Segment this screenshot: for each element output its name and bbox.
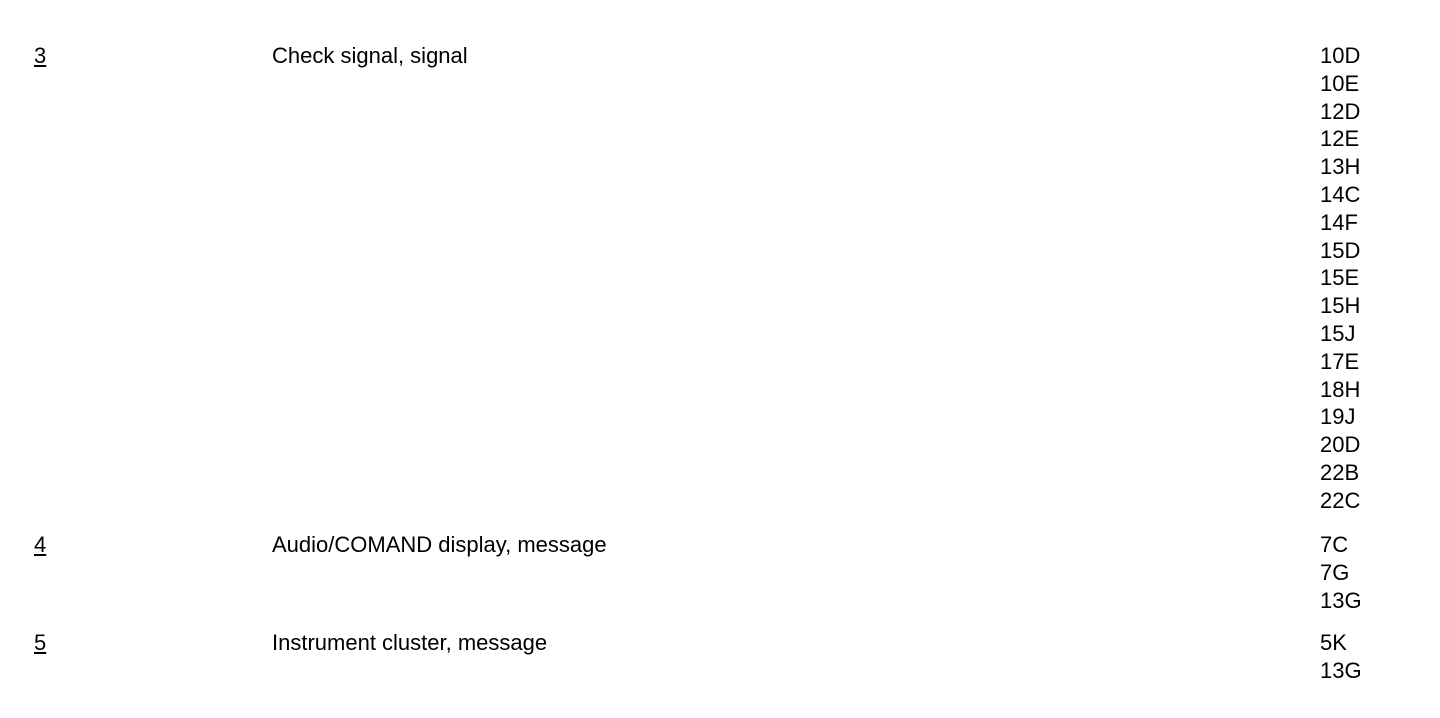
grid-reference: 15H [1320,293,1361,319]
entry-description: Check signal, signal [272,43,468,68]
grid-reference: 22B [1320,459,1360,485]
entry-number-link[interactable]: 5 [34,630,47,655]
entry-description: Instrument cluster, message [272,630,548,655]
grid-reference: 14C [1320,181,1361,207]
grid-reference: 5K [1320,630,1347,655]
grid-reference: 15E [1320,265,1360,291]
grid-reference: 13G [1320,657,1362,683]
grid-reference: 13G [1320,587,1362,613]
entry-number-link[interactable]: 3 [34,43,47,68]
grid-reference: 19J [1320,404,1356,430]
grid-reference: 22C [1320,487,1361,513]
grid-reference: 10D [1320,43,1361,68]
entry-description: Audio/COMAND display, message [272,532,607,557]
grid-reference: 12E [1320,126,1360,152]
grid-reference: 20D [1320,432,1361,458]
grid-reference: 13H [1320,154,1361,180]
grid-reference: 15D [1320,237,1361,263]
grid-reference: 18H [1320,376,1361,402]
grid-reference-list: 10D 10E 12D 12E 13H 14C 14F 15D 15E 15H … [1320,42,1360,515]
grid-reference: 15J [1320,320,1356,346]
grid-reference: 17E [1320,348,1360,374]
grid-reference-list: 7C 7G 13G [1320,531,1362,614]
grid-reference: 14F [1320,209,1358,235]
entry-number-link[interactable]: 4 [34,532,47,557]
grid-reference: 7G [1320,559,1350,585]
grid-reference: 10E [1320,70,1360,96]
grid-reference: 12D [1320,98,1361,124]
grid-reference: 7C [1320,532,1349,557]
grid-reference-list: 5K 13G [1320,629,1362,685]
